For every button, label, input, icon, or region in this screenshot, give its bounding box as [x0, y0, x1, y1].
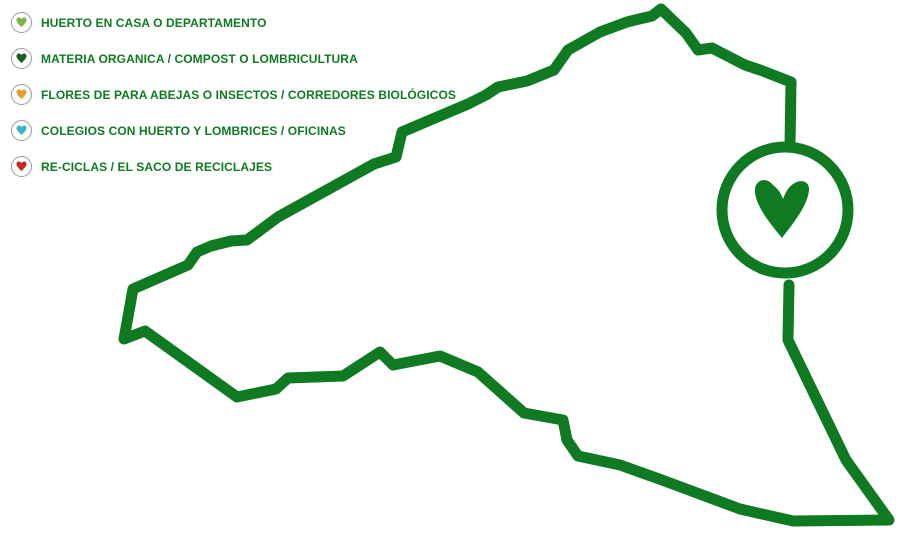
map-legend: HUERTO EN CASA O DEPARTAMENTO MATERIA OR…: [11, 11, 456, 191]
region-outline: [118, 3, 895, 527]
legend-label: MATERIA ORGANICA / COMPOST O LOMBRICULTU…: [41, 51, 358, 66]
location-marker[interactable]: [716, 141, 854, 279]
legend-label: FLORES DE PARA ABEJAS O INSECTOS / CORRE…: [41, 87, 456, 102]
legend-item-huerto-en-casa[interactable]: HUERTO EN CASA O DEPARTAMENTO: [11, 11, 456, 34]
legend-item-reciclas[interactable]: RE-CICLAS / EL SACO DE RECICLAJES: [11, 155, 456, 178]
legend-item-colegios[interactable]: COLEGIOS CON HUERTO Y LOMBRICES / OFICIN…: [11, 119, 456, 142]
legend-label: HUERTO EN CASA O DEPARTAMENTO: [41, 15, 267, 30]
heart-icon: [11, 48, 32, 69]
legend-label: COLEGIOS CON HUERTO Y LOMBRICES / OFICIN…: [41, 123, 346, 138]
heart-icon: [11, 84, 32, 105]
legend-label: RE-CICLAS / EL SACO DE RECICLAJES: [41, 159, 273, 174]
heart-marker-icon: [754, 180, 810, 238]
heart-icon: [11, 12, 32, 33]
legend-item-flores-abejas[interactable]: FLORES DE PARA ABEJAS O INSECTOS / CORRE…: [11, 83, 456, 106]
heart-icon: [11, 120, 32, 141]
heart-icon: [11, 156, 32, 177]
legend-item-materia-organica[interactable]: MATERIA ORGANICA / COMPOST O LOMBRICULTU…: [11, 47, 456, 70]
